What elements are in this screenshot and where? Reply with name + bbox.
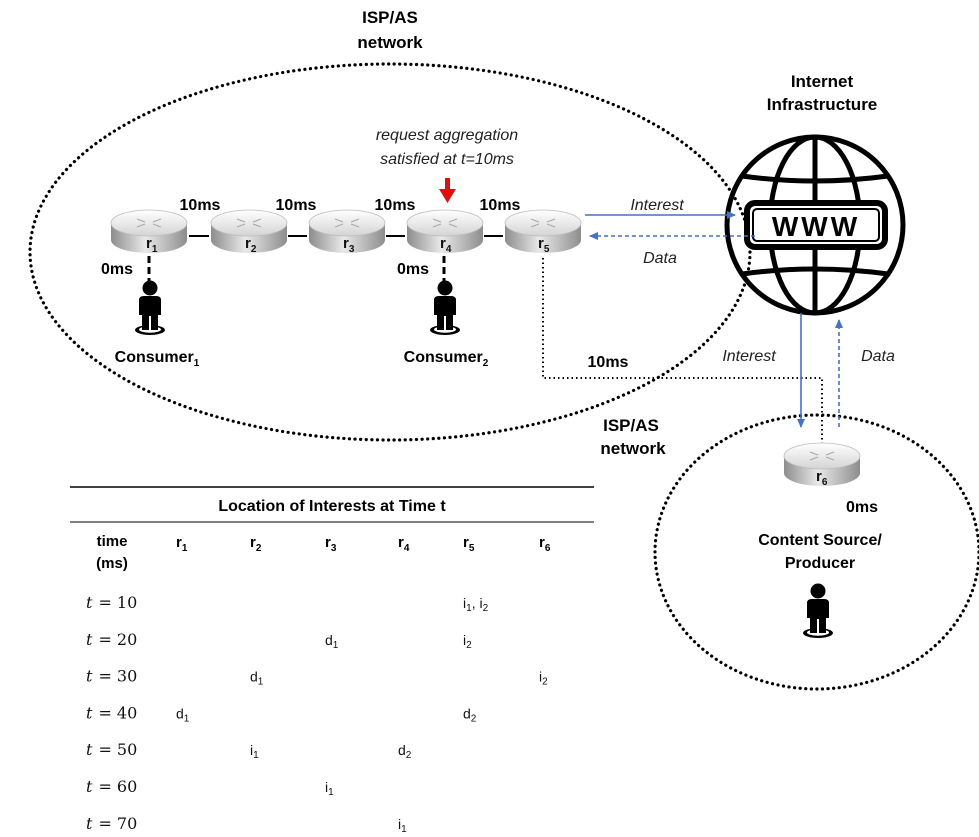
producer-label-line2: Producer bbox=[785, 555, 855, 572]
table-header-r6: r6 bbox=[539, 534, 551, 554]
table-header-r5: r5 bbox=[463, 534, 475, 554]
r5-r6-link bbox=[542, 258, 823, 446]
isp-bottom-label-line1: ISP/AS bbox=[603, 416, 659, 435]
data-label-top: Data bbox=[643, 250, 677, 267]
isp-bottom-label-line2: network bbox=[600, 439, 666, 458]
table-cell: d1 bbox=[325, 632, 339, 651]
table-row-time: t= 10 bbox=[86, 593, 137, 612]
table-rows: t= 10 i1, i2 t= 20 d1 i2 t= 30 d1 i2 t= 40 d1 d2 t=… bbox=[86, 593, 548, 835]
table-row-time: t= 70 bbox=[86, 814, 137, 833]
table-row-time: t= 20 bbox=[86, 630, 137, 649]
table-row-time: t= 40 bbox=[86, 703, 137, 722]
consumer2-person-icon bbox=[430, 280, 460, 335]
table-header-r4: r4 bbox=[398, 534, 410, 554]
table-cell: i2 bbox=[463, 632, 472, 651]
annotation-line1: request aggregation bbox=[376, 127, 518, 144]
aggregation-arrow-icon bbox=[439, 178, 456, 203]
consumer1-person-icon bbox=[135, 280, 165, 335]
table-cell: i2 bbox=[539, 669, 548, 688]
table-row-time: t= 60 bbox=[86, 777, 137, 796]
delay-r2-r3: 10ms bbox=[276, 197, 317, 214]
annotation-line2: satisfied at t=10ms bbox=[380, 151, 514, 168]
producer-label-line1: Content Source/ bbox=[758, 532, 882, 549]
router-label-r5: r5 bbox=[538, 235, 550, 255]
isp-network-top-boundary bbox=[28, 62, 752, 442]
isp-network-bottom-boundary bbox=[653, 413, 979, 691]
delay-consumer1: 0ms bbox=[101, 261, 133, 278]
table-cell: d2 bbox=[463, 705, 477, 724]
router-label-r1: r1 bbox=[146, 235, 158, 255]
table-cell: i1, i2 bbox=[463, 595, 489, 614]
table-cell: i1 bbox=[250, 742, 259, 761]
delay-consumer2: 0ms bbox=[397, 261, 429, 278]
delay-r4-r5: 10ms bbox=[480, 197, 521, 214]
producer-person-icon bbox=[803, 583, 833, 638]
consumer1-label: Consumer1 bbox=[115, 349, 200, 369]
table-time-header-line1: time bbox=[97, 533, 128, 550]
table-column-headers: r1 r2 r3 r4 r5 r6 bbox=[176, 534, 551, 554]
table-header-r2: r2 bbox=[250, 534, 262, 554]
table-header-r3: r3 bbox=[325, 534, 337, 554]
data-label-bottom: Data bbox=[861, 348, 895, 365]
router-label-r4: r4 bbox=[440, 235, 452, 255]
internet-label-line1: Internet bbox=[791, 72, 854, 91]
router-label-r3: r3 bbox=[343, 235, 355, 255]
table-time-header-line2: (ms) bbox=[96, 555, 128, 572]
router-label-r2: r2 bbox=[245, 235, 257, 255]
table-row-time: t= 30 bbox=[86, 667, 137, 686]
router-label-r6: r6 bbox=[816, 468, 828, 488]
consumer-links bbox=[147, 256, 446, 284]
delay-producer: 0ms bbox=[846, 499, 878, 516]
delay-r1-r2: 10ms bbox=[180, 197, 221, 214]
table-row-time: t= 50 bbox=[86, 740, 137, 759]
www-text: WWW bbox=[772, 211, 860, 242]
table-title: Location of Interests at Time t bbox=[218, 498, 446, 515]
internet-label-line2: Infrastructure bbox=[767, 95, 878, 114]
table-header-r1: r1 bbox=[176, 534, 188, 554]
delay-r5-r6: 10ms bbox=[588, 354, 629, 371]
table-cell: i1 bbox=[398, 816, 407, 835]
delay-r3-r4: 10ms bbox=[375, 197, 416, 214]
table-cell: d1 bbox=[250, 669, 264, 688]
table-cell: d1 bbox=[176, 705, 190, 724]
consumer2-label: Consumer2 bbox=[404, 349, 489, 369]
interest-label-bottom: Interest bbox=[722, 348, 776, 365]
table-cell: i1 bbox=[325, 779, 334, 798]
interest-label-top: Interest bbox=[630, 197, 684, 214]
isp-top-label-line2: network bbox=[357, 33, 423, 52]
isp-top-label-line1: ISP/AS bbox=[362, 8, 418, 27]
interest-location-table: Location of Interests at Time t time (ms… bbox=[70, 486, 594, 835]
table-cell: d2 bbox=[398, 742, 412, 761]
